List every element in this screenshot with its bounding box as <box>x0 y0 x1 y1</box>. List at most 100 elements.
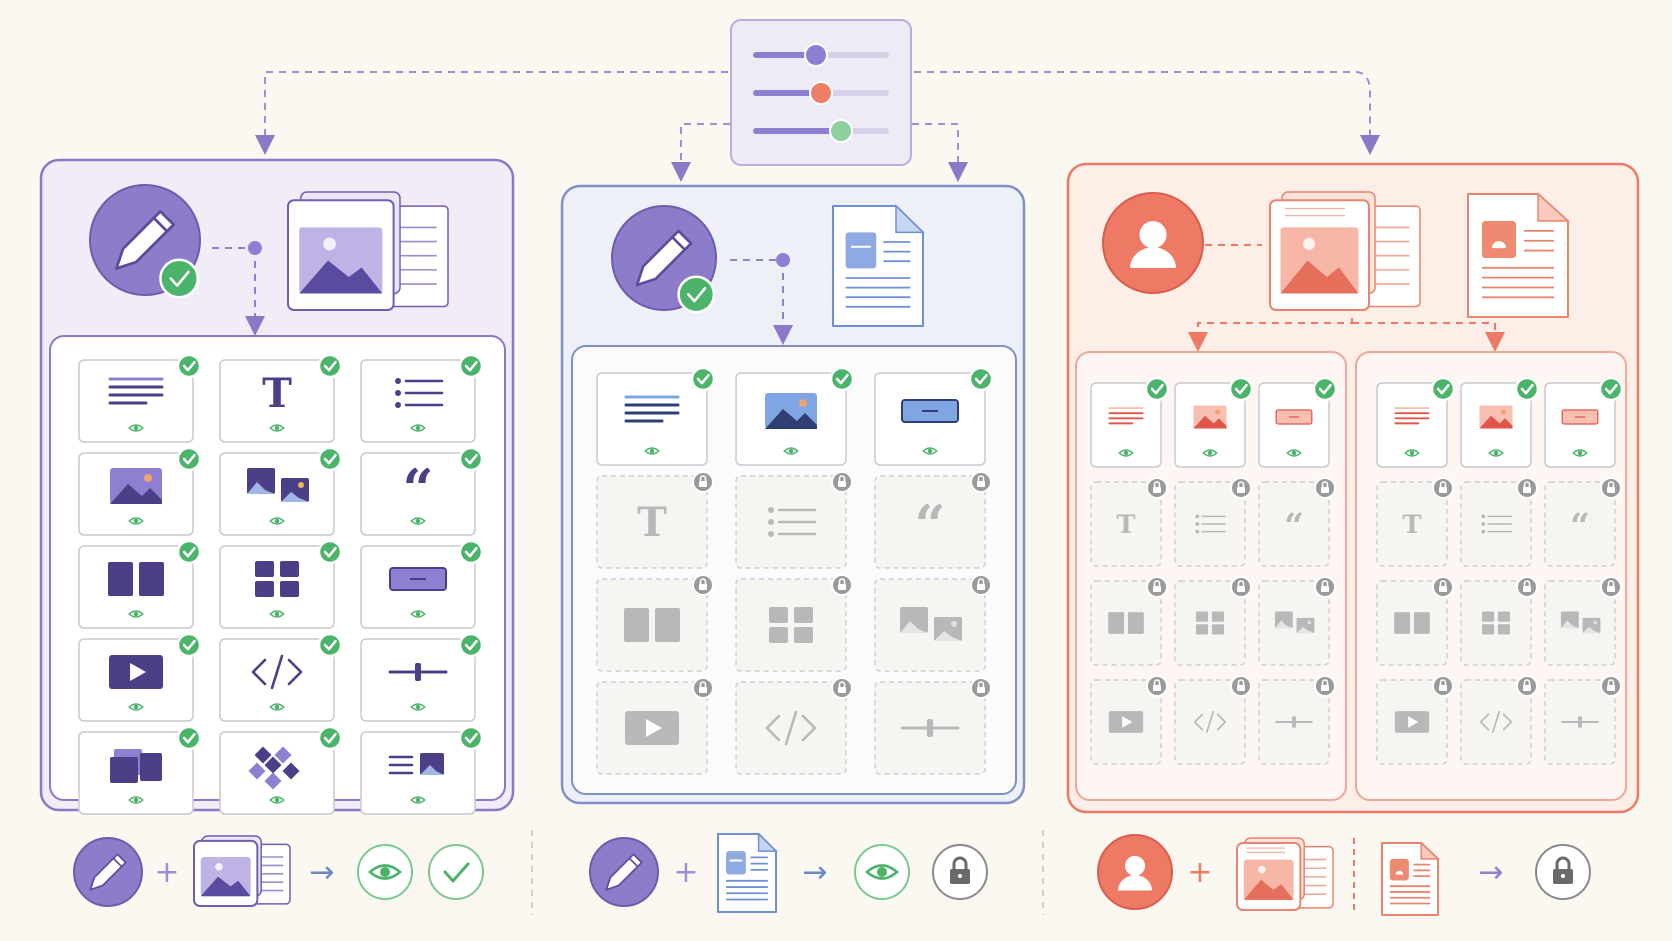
check-badge-icon <box>317 725 343 751</box>
check-badge-icon <box>176 632 202 658</box>
tile-glyph <box>1193 710 1227 734</box>
quote-icon: “ <box>1284 507 1304 547</box>
pencil-shape <box>115 210 175 270</box>
panel-editor-full-access: T“ <box>39 158 515 815</box>
layers-icon <box>110 749 162 783</box>
video-play-icon <box>109 655 163 689</box>
tile-heading-t: T <box>596 471 714 569</box>
tile-glyph: “ <box>402 457 433 521</box>
tile-heading-t: T <box>219 353 343 443</box>
tile-glyph <box>110 468 162 504</box>
plus-sign: + <box>154 855 179 890</box>
tile-glyph <box>395 378 444 408</box>
lock-icon <box>1535 844 1591 900</box>
bullet-list-icon <box>395 378 444 408</box>
eye-icon <box>410 610 426 618</box>
tile-glyph <box>1481 514 1513 534</box>
tile-glyph <box>1479 405 1513 429</box>
tile-gallery <box>1544 576 1622 666</box>
tile-video-play <box>1090 675 1168 765</box>
tile-bullet-list <box>735 471 853 569</box>
lock-badge-icon <box>1314 576 1336 598</box>
grid-icon <box>1482 611 1510 635</box>
lock-badge-icon <box>1432 675 1454 697</box>
svg-text:“: “ <box>1570 507 1590 547</box>
tile-glyph <box>1560 611 1601 634</box>
two-columns-icon <box>1108 612 1144 634</box>
tile-code <box>1460 675 1538 765</box>
two-columns-icon <box>624 608 680 642</box>
lock-badge-icon <box>692 677 714 699</box>
tile-two-columns <box>1090 576 1168 666</box>
check-badge-icon <box>968 366 994 392</box>
eye-icon <box>1488 449 1504 457</box>
tile-glyph <box>1108 711 1144 733</box>
tile-button <box>1258 376 1338 468</box>
image-icon <box>110 468 162 504</box>
tile-glyph <box>625 711 679 745</box>
bullet-list-icon <box>1481 514 1513 534</box>
tile-glyph <box>1275 409 1313 425</box>
check-badge-icon <box>458 632 484 658</box>
tile-glyph <box>768 507 817 537</box>
eye-icon <box>1118 449 1134 457</box>
slider-divider-icon <box>900 719 960 737</box>
check-badge-icon <box>458 725 484 751</box>
check-badge-icon <box>458 539 484 565</box>
tile-glyph <box>900 607 962 641</box>
lock-badge-icon <box>692 471 714 493</box>
eye-icon <box>128 703 144 711</box>
video-play-icon <box>1394 711 1430 733</box>
tile-layers <box>78 725 202 815</box>
tile-glyph: “ <box>1284 507 1304 547</box>
tile-glyph <box>1482 611 1510 635</box>
lock-badge-icon <box>1146 576 1168 598</box>
tile-code <box>219 632 343 722</box>
lock-badge-icon <box>1230 576 1252 598</box>
code-icon <box>765 710 817 746</box>
tile-slider-divider <box>360 632 484 722</box>
quote-icon: “ <box>402 457 433 521</box>
check-badge-icon <box>829 366 855 392</box>
user-icon <box>1102 192 1204 294</box>
lock-badge-icon <box>1600 477 1622 499</box>
check-badge-icon <box>458 353 484 379</box>
tile-glyph <box>1108 612 1144 634</box>
image-document-stack-icon <box>287 191 449 311</box>
document-icon <box>1467 192 1570 318</box>
tile-bullet-list <box>360 353 484 443</box>
eye-icon <box>1404 449 1420 457</box>
check-badge-icon <box>1514 376 1540 402</box>
panel-editor-document-access: T“ <box>560 184 1026 805</box>
image-document-stack-icon <box>193 835 291 907</box>
check-badge-icon <box>317 446 343 472</box>
role-resource-link <box>730 259 783 335</box>
lock-badge-icon <box>1146 477 1168 499</box>
lock-badge-icon <box>970 471 992 493</box>
lock-badge-icon <box>970 574 992 596</box>
slider-divider-icon <box>1275 716 1313 728</box>
eye-icon <box>1286 449 1302 457</box>
lock-icon <box>932 844 988 900</box>
check-badge-icon <box>176 539 202 565</box>
connector-left <box>255 71 728 155</box>
tile-text-lines <box>596 366 716 466</box>
settings-sliders-icon <box>730 19 912 166</box>
check-badge-icon <box>176 353 202 379</box>
panel-viewer-access: T “ T “ <box>1066 162 1640 814</box>
check-badge-icon <box>1312 376 1338 402</box>
lock-badge-icon <box>831 471 853 493</box>
tile-quote: “ <box>360 446 484 536</box>
svg-text:“: “ <box>914 493 945 557</box>
image-document-stack-icon <box>1236 837 1334 911</box>
document-icon <box>1381 841 1440 916</box>
heading-t-icon: T <box>262 370 292 417</box>
tile-glyph: T <box>1403 510 1422 540</box>
tile-glyph <box>389 567 447 591</box>
eye-icon <box>269 703 285 711</box>
tile-glyph: “ <box>914 493 945 557</box>
video-play-icon <box>625 711 679 745</box>
tile-heading-t: T <box>1090 477 1168 567</box>
tile-glyph <box>901 399 959 423</box>
text-lines-icon <box>1394 407 1430 425</box>
